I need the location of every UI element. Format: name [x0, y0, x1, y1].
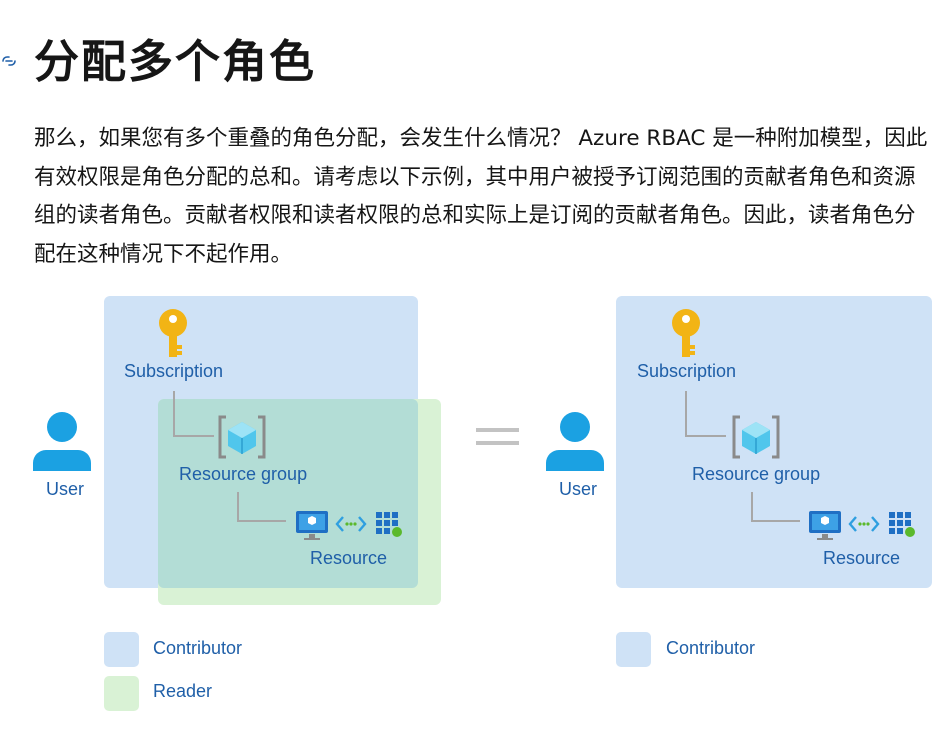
resource-label: Resource	[310, 548, 388, 568]
legend-label-contributor: Contributor	[153, 638, 243, 658]
user-icon	[546, 412, 604, 471]
legend-swatch-reader	[104, 676, 139, 711]
legend-swatch-contributor	[104, 632, 139, 667]
grid-app-icon	[889, 512, 915, 537]
code-arrows-icon	[335, 516, 367, 532]
link-icon[interactable]	[0, 52, 18, 70]
connector-line	[173, 391, 214, 437]
key-icon	[159, 309, 187, 357]
monitor-icon	[809, 511, 841, 540]
monitor-icon	[296, 511, 328, 540]
subscription-label: Subscription	[124, 361, 224, 381]
grid-app-icon	[376, 512, 402, 537]
legend-label-reader: Reader	[153, 681, 213, 701]
resource-group-icon	[732, 415, 780, 459]
resource-group-label: Resource group	[179, 464, 308, 484]
overlap-scope-box	[158, 399, 418, 588]
equals-icon	[476, 428, 519, 445]
code-arrows-icon	[848, 516, 880, 532]
user-icon	[33, 412, 91, 471]
connector-line	[685, 391, 726, 437]
user-label: User	[559, 479, 598, 499]
connector-line	[237, 492, 286, 522]
subscription-label: Subscription	[637, 361, 737, 381]
description-paragraph: 那么，如果您有多个重叠的角色分配，会发生什么情况？ Azure RBAC 是一种…	[34, 126, 928, 267]
legend-label-contributor: Contributor	[666, 638, 756, 658]
key-icon	[672, 309, 700, 357]
legend-swatch-contributor	[616, 632, 651, 667]
effective-contributor-scope-box	[616, 296, 932, 588]
user-label: User	[46, 479, 85, 499]
connector-line	[751, 492, 800, 522]
resource-group-icon	[218, 415, 266, 459]
resource-group-label: Resource group	[692, 464, 821, 484]
page-title: 分配多个角色	[34, 35, 317, 88]
resource-label: Resource	[823, 548, 901, 568]
